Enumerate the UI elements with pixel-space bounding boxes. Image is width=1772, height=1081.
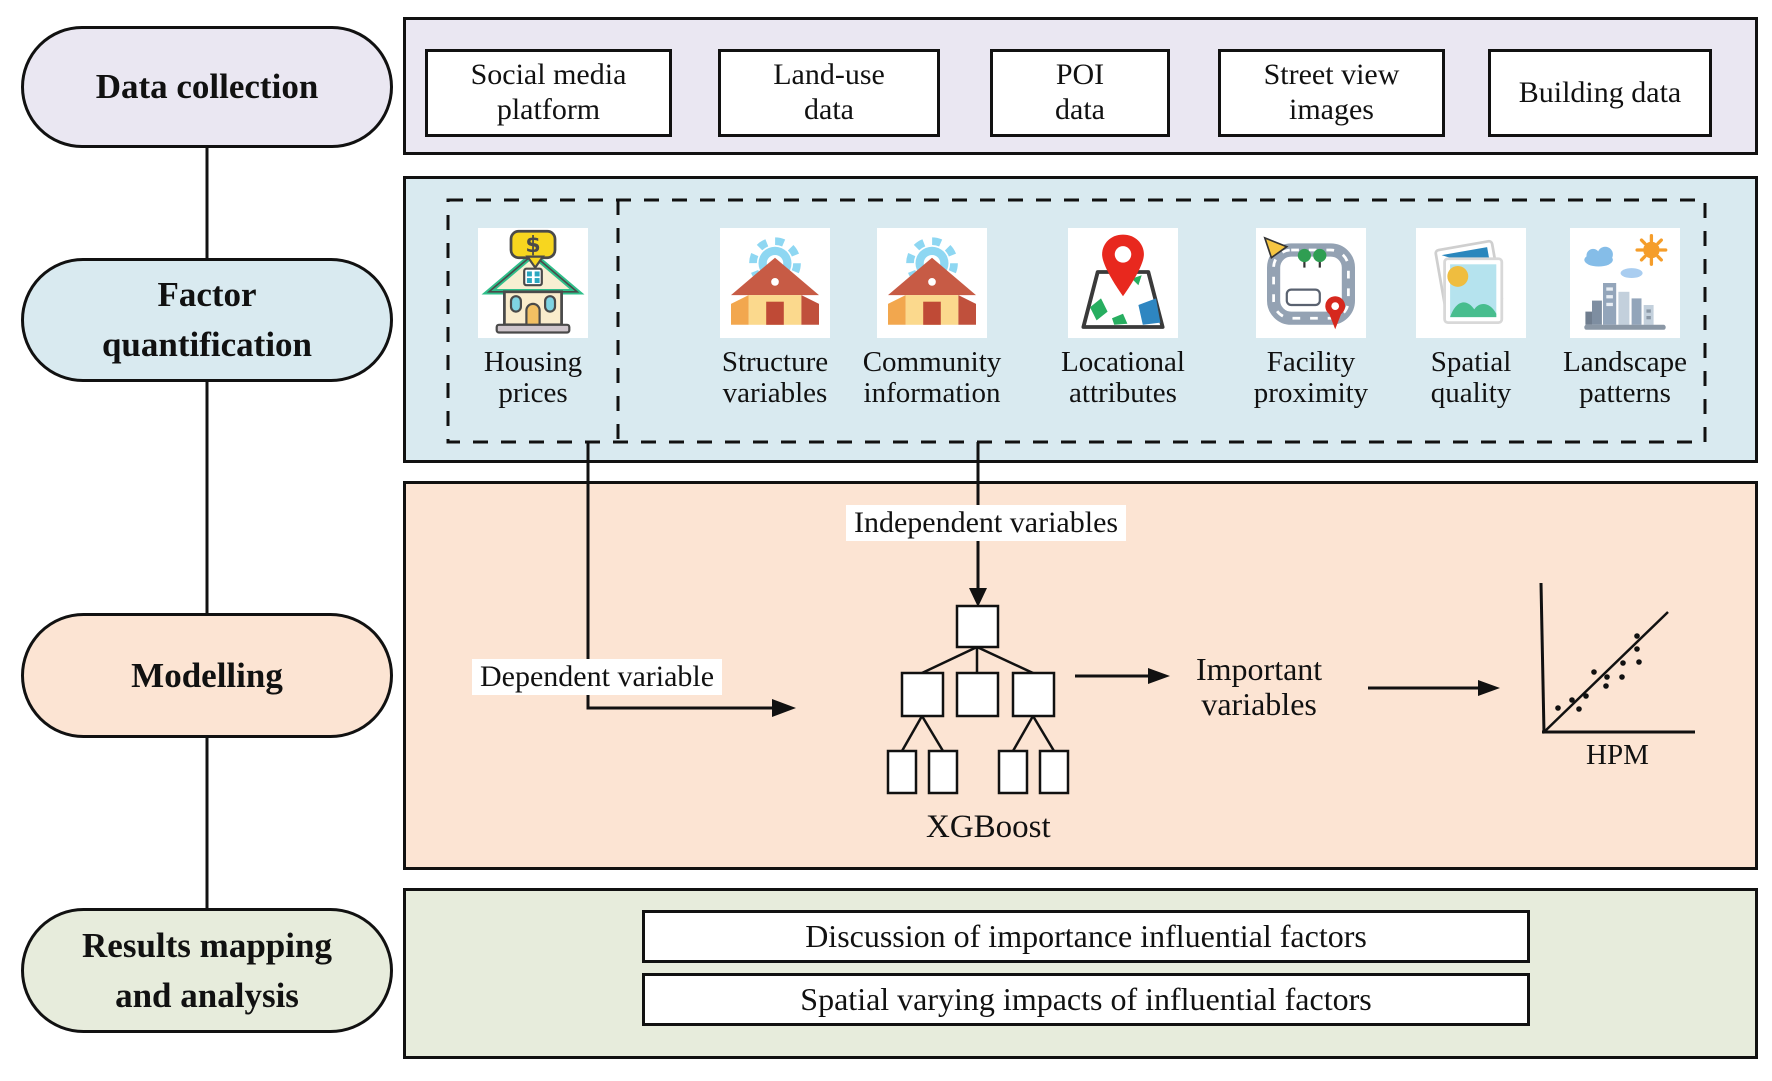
source-label-line: data bbox=[804, 93, 854, 126]
factor-label-line: quality bbox=[1430, 377, 1512, 410]
factor-label: Community information bbox=[862, 346, 1002, 410]
map-pin-icon bbox=[1068, 228, 1178, 338]
factor-label-line: prices bbox=[498, 377, 568, 410]
factor-label-line: attributes bbox=[1069, 377, 1177, 410]
stage-label-line: Results mapping bbox=[82, 925, 332, 965]
factor-label-line: Housing bbox=[483, 346, 583, 378]
stage-pill-factor-quantification: Factor quantification bbox=[21, 258, 393, 382]
result-label: Spatial varying impacts of influential f… bbox=[800, 980, 1372, 1017]
source-box-land-use: Land-use data bbox=[718, 49, 940, 137]
stage-pill-modelling: Modelling bbox=[21, 613, 393, 738]
source-label-line: Street view bbox=[1263, 58, 1400, 92]
factor-label-line: variables bbox=[722, 377, 828, 410]
important-variables-line: Important bbox=[1196, 651, 1323, 687]
important-variables-line: variables bbox=[1201, 686, 1317, 723]
source-box-building: Building data bbox=[1488, 49, 1712, 137]
factor-item-locational-attributes: Locational attributes bbox=[1028, 228, 1218, 410]
xgboost-label: XGBoost bbox=[926, 809, 1051, 845]
factor-item-landscape-patterns: Landscape patterns bbox=[1530, 228, 1720, 410]
source-label-line: data bbox=[1055, 93, 1105, 126]
factor-label-line: Locational bbox=[1060, 346, 1185, 378]
factor-label-line: Landscape bbox=[1563, 346, 1687, 378]
stage-label-line: and analysis bbox=[115, 975, 299, 1015]
source-box-poi: POI data bbox=[990, 49, 1170, 137]
factor-label-line: patterns bbox=[1579, 377, 1671, 410]
important-variables-label: Important variables bbox=[1188, 650, 1330, 724]
factor-label: Spatial quality bbox=[1430, 346, 1512, 410]
source-label-line: Building data bbox=[1518, 75, 1682, 109]
factor-label: Landscape patterns bbox=[1563, 346, 1687, 410]
factor-label-line: Structure bbox=[721, 346, 829, 378]
source-label-line: POI bbox=[1055, 58, 1105, 92]
factor-label-line: Spatial bbox=[1430, 346, 1512, 378]
source-label-line: platform bbox=[496, 93, 601, 126]
dependent-variable-label: Dependent variable bbox=[472, 659, 723, 695]
result-label: Discussion of importance influential fac… bbox=[805, 917, 1367, 954]
source-box-social-media: Social media platform bbox=[425, 49, 672, 137]
hpm-plot-label: HPM bbox=[1586, 739, 1649, 771]
stage-label-line: quantification bbox=[101, 325, 313, 364]
cityscape-icon bbox=[1570, 228, 1680, 338]
stage-pill-results: Results mapping and analysis bbox=[21, 908, 393, 1033]
stage-label-line: Factor bbox=[157, 275, 257, 315]
factor-label: Facility proximity bbox=[1253, 346, 1369, 410]
factor-label-line: Community bbox=[862, 346, 1002, 378]
source-label-line: Social media bbox=[470, 58, 627, 92]
source-box-street-view: Street view images bbox=[1218, 49, 1445, 137]
result-box-spatial: Spatial varying impacts of influential f… bbox=[642, 973, 1530, 1026]
stage-label: Data collection bbox=[95, 67, 319, 107]
stage-label: Modelling bbox=[131, 655, 283, 695]
factor-label: Housing prices bbox=[483, 346, 583, 410]
source-label-line: images bbox=[1289, 93, 1374, 126]
result-box-importance: Discussion of importance influential fac… bbox=[642, 910, 1530, 963]
factor-label: Structure variables bbox=[721, 346, 829, 410]
factor-label: Locational attributes bbox=[1060, 346, 1185, 410]
factor-label-line: Facility bbox=[1266, 346, 1356, 378]
factor-item-community-information: Community information bbox=[837, 228, 1027, 410]
source-label-line: Land-use bbox=[773, 58, 885, 92]
photo-stack-icon bbox=[1416, 228, 1526, 338]
independent-variables-label: Independent variables bbox=[846, 505, 1127, 541]
factor-label-line: proximity bbox=[1253, 377, 1369, 410]
house-dollar-icon: $ bbox=[478, 228, 588, 338]
route-map-icon bbox=[1256, 228, 1366, 338]
house-gear-icon bbox=[877, 228, 987, 338]
factor-label-line: information bbox=[863, 377, 1001, 410]
stage-pill-data-collection: Data collection bbox=[21, 26, 393, 148]
factor-item-housing-prices: $ Housing prices bbox=[438, 228, 628, 410]
house-gear-icon bbox=[720, 228, 830, 338]
svg-text:$: $ bbox=[525, 233, 540, 258]
